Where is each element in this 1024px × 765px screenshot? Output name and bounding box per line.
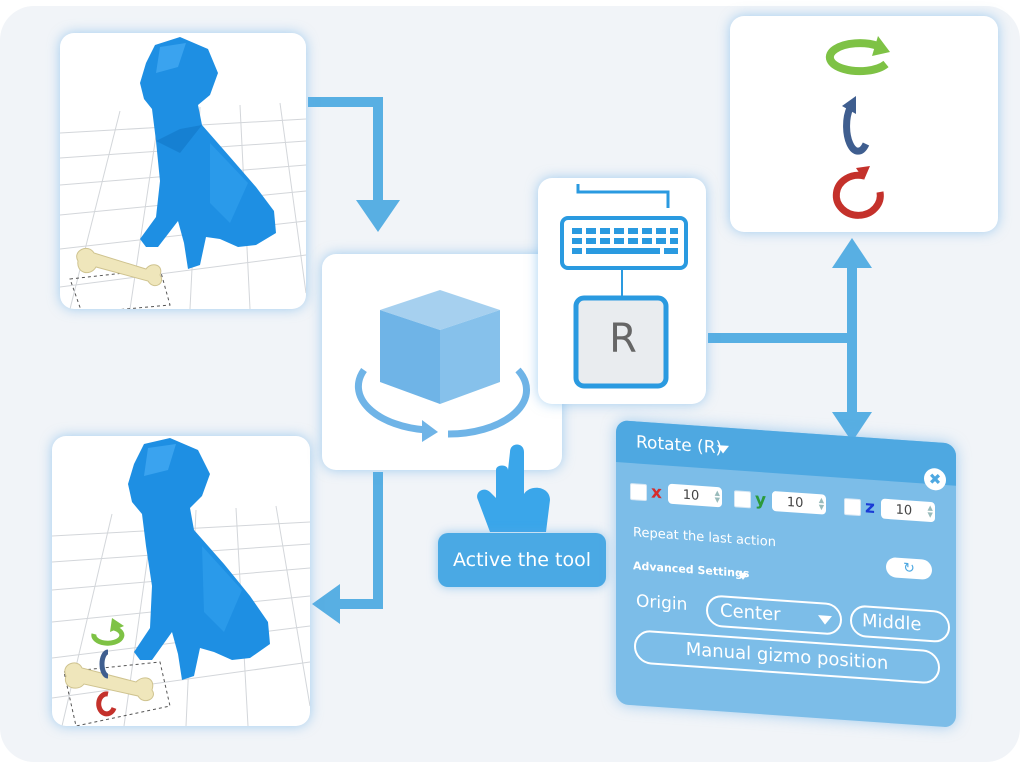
rotate-arrow-icon bbox=[825, 36, 890, 219]
rotate-panel: Rotate (R) ✖ x 10▲▼ y 10▲▼ z 10▲▼ Repeat… bbox=[616, 420, 956, 728]
axis-y-label: y bbox=[755, 489, 767, 511]
bone-model-icon bbox=[64, 662, 154, 702]
axis-x-value[interactable]: 10▲▼ bbox=[667, 483, 722, 508]
close-icon[interactable]: ✖ bbox=[924, 467, 946, 492]
axis-x: x 10▲▼ bbox=[630, 481, 722, 508]
cube-rotate-icon bbox=[354, 290, 531, 442]
axis-z-checkbox[interactable] bbox=[844, 497, 861, 516]
keyboard-shortcut-card: R bbox=[538, 178, 706, 404]
keyboard-icon bbox=[560, 184, 688, 389]
axis-z-value[interactable]: 10▲▼ bbox=[880, 498, 935, 523]
axis-x-label: x bbox=[651, 482, 662, 504]
activate-tool-label: Active the tool bbox=[438, 533, 606, 587]
origin-select[interactable]: Center bbox=[706, 594, 842, 636]
dog-model-icon bbox=[128, 438, 270, 680]
axis-x-checkbox[interactable] bbox=[630, 482, 647, 501]
origin-label: Origin bbox=[636, 591, 688, 615]
chevron-down-icon bbox=[818, 615, 832, 626]
arrow-head-left bbox=[312, 584, 340, 624]
axis-y-value[interactable]: 10▲▼ bbox=[772, 490, 827, 515]
r-key-label: R bbox=[609, 316, 637, 362]
pointing-hand-icon bbox=[477, 444, 550, 532]
model-card-after bbox=[52, 436, 310, 726]
origin-middle-select[interactable]: Middle bbox=[850, 604, 950, 644]
bone-model-icon bbox=[76, 248, 162, 287]
advanced-settings-toggle[interactable]: Advanced Settings bbox=[633, 559, 750, 581]
axis-z: z 10▲▼ bbox=[844, 496, 935, 523]
axis-y: y 10▲▼ bbox=[734, 488, 827, 515]
model-card-before bbox=[60, 33, 306, 309]
arrow-head-down bbox=[356, 200, 400, 232]
dog-model-icon bbox=[140, 37, 276, 269]
rotation-axes-card bbox=[730, 16, 998, 232]
repeat-button[interactable]: ↻ bbox=[886, 556, 932, 581]
rotate-tool-card bbox=[322, 254, 562, 470]
chevron-down-icon[interactable] bbox=[738, 572, 748, 581]
rotate-arrow-icon bbox=[91, 625, 125, 717]
axis-z-label: z bbox=[865, 497, 875, 519]
arrow-head-down-panel bbox=[832, 412, 872, 442]
chevron-down-icon[interactable] bbox=[717, 445, 729, 454]
repeat-label: Repeat the last action bbox=[633, 525, 776, 551]
panel-title: Rotate (R) bbox=[636, 432, 723, 459]
axis-inputs: x 10▲▼ y 10▲▼ z 10▲▼ bbox=[630, 481, 950, 533]
arrow-head-up bbox=[832, 238, 872, 268]
axis-y-checkbox[interactable] bbox=[734, 489, 751, 508]
